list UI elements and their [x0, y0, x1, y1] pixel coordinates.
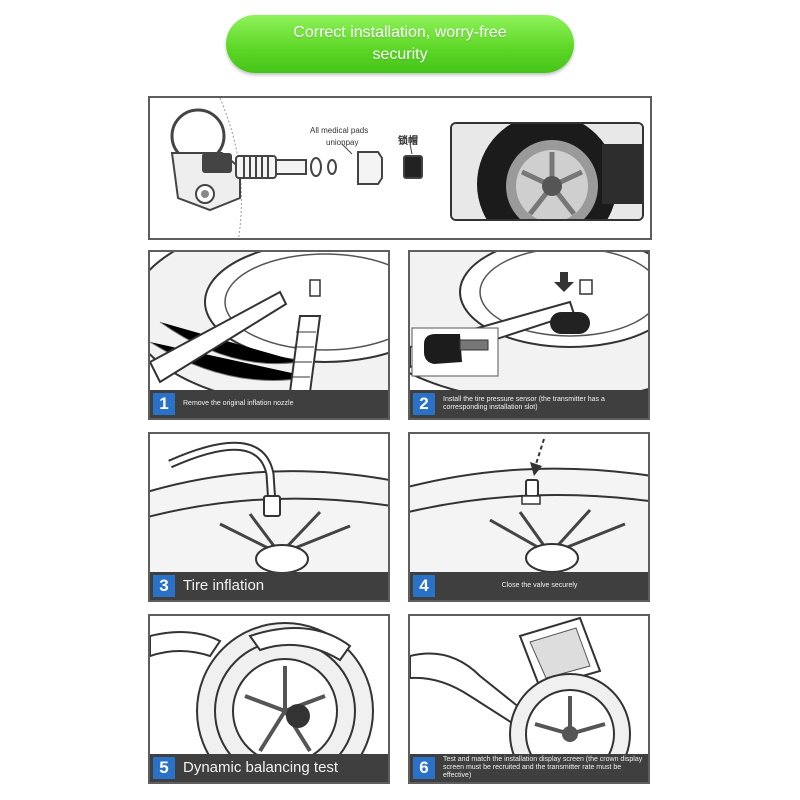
step-1-caption-bar: 1 Remove the original inflation nozzle: [150, 390, 388, 418]
step-1-number: 1: [153, 393, 175, 415]
step-2-panel: 2 Install the tire pressure sensor (the …: [408, 250, 650, 420]
title-banner: Correct installation, worry-free securit…: [226, 15, 574, 73]
step-2-number: 2: [413, 393, 435, 415]
part-label-pads: All medical pads: [310, 126, 369, 135]
step-4-number: 4: [413, 575, 435, 597]
remove-nozzle-illustration: [150, 252, 388, 408]
close-valve-illustration: [410, 438, 648, 575]
parts-diagram-panel: All medical pads unionpay 锁帽: [148, 96, 652, 240]
step-3-caption-bar: 3 Tire inflation: [150, 572, 388, 600]
step-2-caption: Install the tire pressure sensor (the tr…: [443, 396, 605, 411]
wheel-photo-inset: [450, 122, 644, 221]
step-4-panel: 4 Close the valve securely: [408, 432, 650, 602]
balancing-test-illustration: [150, 622, 374, 782]
step-6-panel: 6 Test and match the installation displa…: [408, 614, 650, 784]
part-label-lock-cap: 锁帽: [398, 136, 418, 147]
step-3-number: 3: [153, 575, 175, 597]
step-1-caption: Remove the original inflation nozzle: [183, 400, 294, 407]
step-5-panel: 5 Dynamic balancing test: [148, 614, 390, 784]
wheel-close-up: [452, 124, 642, 219]
step-6-caption-bar: 6 Test and match the installation displa…: [410, 754, 648, 782]
install-sensor-illustration: [410, 252, 648, 403]
step-5-caption-bar: 5 Dynamic balancing test: [150, 754, 388, 782]
step-5-number: 5: [153, 757, 175, 779]
part-label-unionpay: unionpay: [326, 138, 359, 147]
step-4-caption: Close the valve securely: [501, 582, 578, 589]
step-5-caption: Dynamic balancing test: [183, 759, 339, 776]
step-3-caption: Tire inflation: [183, 577, 265, 594]
tire-inflation-illustration: [150, 441, 388, 575]
step-3-panel: 3 Tire inflation: [148, 432, 390, 602]
step-6-number: 6: [413, 757, 435, 779]
step-6-caption: Test and match the installation display …: [443, 756, 643, 779]
step-2-caption-bar: 2 Install the tire pressure sensor (the …: [410, 390, 648, 418]
banner-text: Correct installation, worry-free securit…: [293, 24, 507, 63]
step-4-caption-bar: 4 Close the valve securely: [410, 572, 648, 600]
sensor-parts-drawing: [170, 98, 423, 238]
step-1-panel: 1 Remove the original inflation nozzle: [148, 250, 390, 420]
